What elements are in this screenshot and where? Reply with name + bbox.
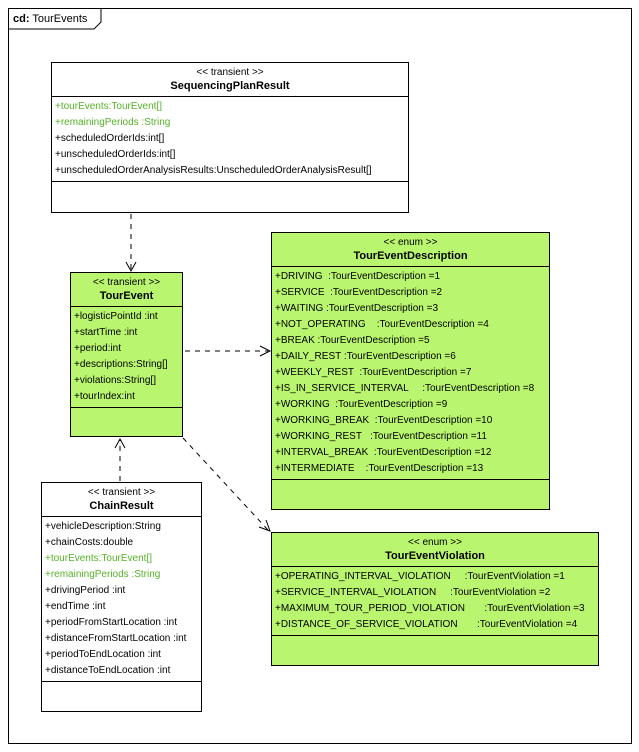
frame-name: TourEvents (32, 13, 88, 25)
class-chain-result[interactable]: << transient >> ChainResult +vehicleDesc… (41, 482, 202, 712)
class-name: SequencingPlanResult (170, 80, 290, 92)
attribute-row: +violations:String[] (74, 375, 156, 386)
attribute-row: +BREAK :TourEventDescription =5 (275, 335, 430, 346)
attribute-row: +OPERATING_INTERVAL_VIOLATION :TourEvent… (275, 571, 565, 582)
attribute-row: +DISTANCE_OF_SERVICE_VIOLATION :TourEven… (275, 619, 578, 630)
attribute-row: +WEEKLY_REST :TourEventDescription =7 (275, 367, 472, 378)
attribute-row: +unscheduledOrderAnalysisResults:Unsched… (55, 165, 372, 176)
class-name: TourEvent (99, 290, 154, 302)
attribute-row: +remainingPeriods :String (55, 117, 171, 128)
attribute-row: +periodFromStartLocation :int (45, 617, 178, 628)
attribute-row: +DAILY_REST :TourEventDescription =6 (275, 351, 456, 362)
attribute-row: +INTERMEDIATE :TourEventDescription =13 (275, 463, 484, 474)
class-stereotype: << transient >> (92, 277, 161, 288)
attribute-row: +logisticPointId :int (74, 311, 158, 322)
class-stereotype: << enum >> (383, 237, 438, 248)
attribute-row: +WAITING :TourEventDescription =3 (275, 303, 439, 314)
attribute-row: +descriptions:String[] (74, 359, 168, 370)
class-header: << transient >> SequencingPlanResult (52, 63, 408, 97)
enum-tour-event-description[interactable]: << enum >> TourEventDescription +DRIVING… (271, 232, 550, 510)
frame-title: cd: TourEvents (13, 13, 87, 25)
attribute-row: +SERVICE :TourEventDescription =2 (275, 287, 443, 298)
attribute-list: +OPERATING_INTERVAL_VIOLATION :TourEvent… (272, 567, 598, 636)
attribute-row: +tourEvents:TourEvent[] (45, 553, 153, 564)
attribute-row: +chainCosts:double (45, 537, 134, 548)
attribute-row: +MAXIMUM_TOUR_PERIOD_VIOLATION :TourEven… (275, 603, 585, 614)
attribute-row: +distanceToEndLocation :int (45, 665, 171, 676)
class-header: << transient >> TourEvent (71, 273, 182, 307)
class-header: << transient >> ChainResult (42, 483, 201, 517)
enum-tour-event-violation[interactable]: << enum >> TourEventViolation +OPERATING… (271, 532, 599, 666)
attribute-row: +INTERVAL_BREAK :TourEventDescription =1… (275, 447, 492, 458)
attribute-row: +tourEvents:TourEvent[] (55, 101, 163, 112)
frame-tab-outline (8, 8, 102, 30)
class-header: << enum >> TourEventViolation (272, 533, 598, 567)
attribute-row: +WORKING :TourEventDescription =9 (275, 399, 448, 410)
class-stereotype: << enum >> (408, 537, 462, 548)
attribute-row: +vehicleDescription:String (45, 521, 161, 532)
attribute-list: +logisticPointId :int +startTime :int +per… (71, 307, 182, 408)
attribute-row: +SERVICE_INTERVAL_VIOLATION :TourEventVi… (275, 587, 551, 598)
attribute-row: +startTime :int (74, 327, 138, 338)
attribute-row: +unscheduledOrderIds:int[] (55, 149, 176, 160)
attribute-row: +period:int (74, 343, 121, 354)
class-stereotype: << transient >> (87, 487, 156, 498)
class-header: << enum >> TourEventDescription (272, 233, 549, 267)
attribute-row: +tourIndex:int (74, 391, 135, 402)
attribute-list: +vehicleDescription:String +chainCosts:do… (42, 517, 201, 682)
class-stereotype: << transient >> (196, 67, 264, 78)
class-name: ChainResult (89, 500, 154, 512)
class-sequencing-plan-result[interactable]: << transient >> SequencingPlanResult +to… (51, 62, 409, 213)
attribute-row: +endTime :int (45, 601, 106, 612)
attribute-row: +DRIVING :TourEventDescription =1 (275, 271, 441, 282)
diagram-frame (8, 8, 632, 744)
attribute-row: +drivingPeriod :int (45, 585, 126, 596)
frame-kind: cd: (13, 13, 30, 25)
attribute-row: +distanceFromStartLocation :int (45, 633, 187, 644)
attribute-row: +remainingPeriods :String (45, 569, 161, 580)
class-tour-event[interactable]: << transient >> TourEvent +logisticPoint… (70, 272, 183, 437)
attribute-row: +IS_IN_SERVICE_INTERVAL :TourEventDescri… (275, 383, 535, 394)
class-name: TourEventDescription (353, 250, 468, 262)
attribute-row: +WORKING_REST :TourEventDescription =11 (275, 431, 487, 442)
attribute-row: +periodToEndLocation :int (45, 649, 161, 660)
class-name: TourEventViolation (385, 550, 485, 562)
attribute-row: +NOT_OPERATING :TourEventDescription =4 (275, 319, 489, 330)
attribute-row: +scheduledOrderIds:int[] (55, 133, 165, 144)
attribute-list: +tourEvents:TourEvent[] +remainingPeriods… (52, 97, 408, 182)
attribute-row: +WORKING_BREAK :TourEventDescription =10 (275, 415, 493, 426)
attribute-list: +DRIVING :TourEventDescription =1 +SERVIC… (272, 267, 549, 480)
